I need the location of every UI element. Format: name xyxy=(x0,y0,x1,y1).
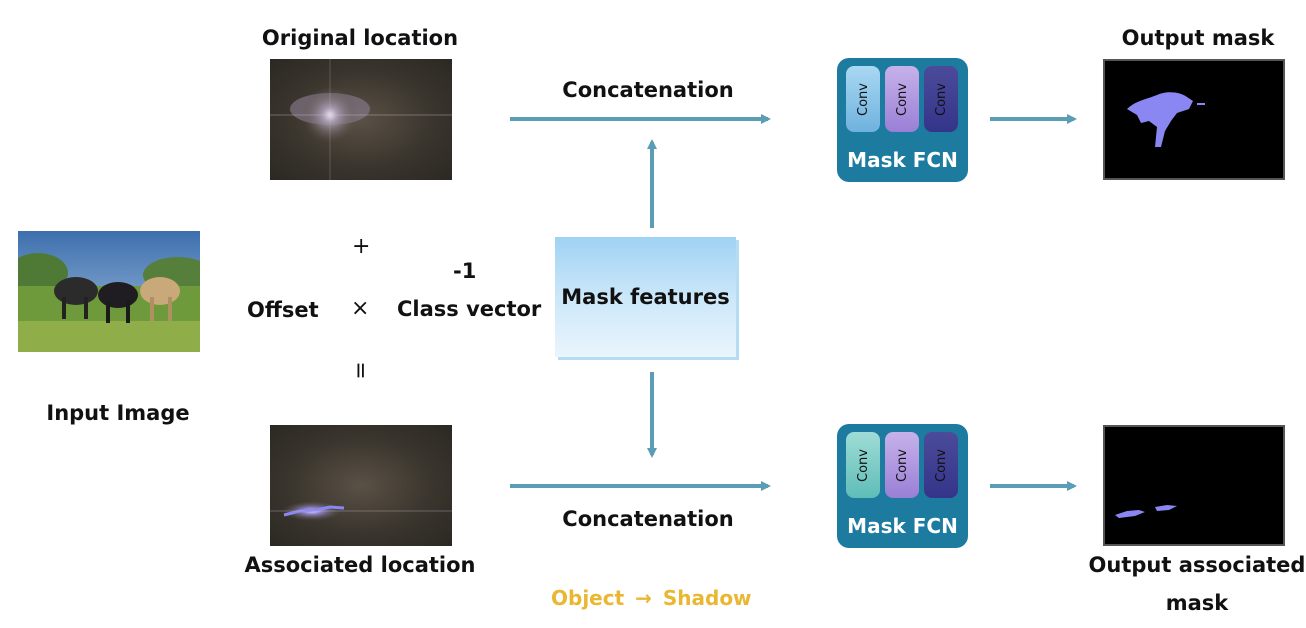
inverse-exponent: -1 xyxy=(453,259,477,283)
legend-object: Object xyxy=(551,586,625,610)
original-location-image xyxy=(270,59,452,180)
offset-label: Offset xyxy=(247,298,319,322)
bottom-mask-fcn: Conv Conv Conv Mask FCN xyxy=(837,424,968,548)
class-vector-label: Class vector xyxy=(397,297,542,321)
mask-features-label: Mask features xyxy=(561,285,730,309)
associated-location-image xyxy=(270,425,452,546)
associated-location-glow xyxy=(270,501,452,521)
output-associated-label-line1: Output associated xyxy=(1088,553,1306,577)
top-mask-fcn-title: Mask FCN xyxy=(847,148,958,172)
output-mask-image xyxy=(1103,59,1285,180)
input-image-label: Input Image xyxy=(46,401,190,425)
original-location-label: Original location xyxy=(261,26,459,50)
output-mask-shape xyxy=(1127,92,1205,147)
bottom-concatenation-label: Concatenation xyxy=(562,507,734,531)
object-shadow-legend: Object → Shadow xyxy=(551,586,752,610)
top-conv-1: Conv xyxy=(846,66,880,132)
mask-features-box: Mask features xyxy=(555,237,736,357)
output-associated-label-line2: mask xyxy=(1165,591,1229,615)
times-sign: × xyxy=(351,296,370,321)
bottom-conv-1: Conv xyxy=(846,432,880,498)
top-conv-2: Conv xyxy=(885,66,919,132)
bottom-mask-fcn-title: Mask FCN xyxy=(847,514,958,538)
associated-location-label: Associated location xyxy=(244,553,476,577)
bottom-conv-2: Conv xyxy=(885,432,919,498)
original-location-glow xyxy=(270,59,452,180)
top-mask-fcn: Conv Conv Conv Mask FCN xyxy=(837,58,968,182)
legend-arrow: → xyxy=(635,586,652,610)
output-associated-mask-shape xyxy=(1115,505,1177,518)
legend-shadow: Shadow xyxy=(662,586,752,610)
bottom-conv-3: Conv xyxy=(924,432,958,498)
plus-sign: + xyxy=(352,234,371,259)
top-concatenation-label: Concatenation xyxy=(562,78,734,102)
input-image xyxy=(18,231,200,352)
equals-sign: = xyxy=(347,361,373,380)
top-conv-3: Conv xyxy=(924,66,958,132)
output-associated-mask-image xyxy=(1103,425,1285,546)
output-mask-label: Output mask xyxy=(1121,26,1275,50)
